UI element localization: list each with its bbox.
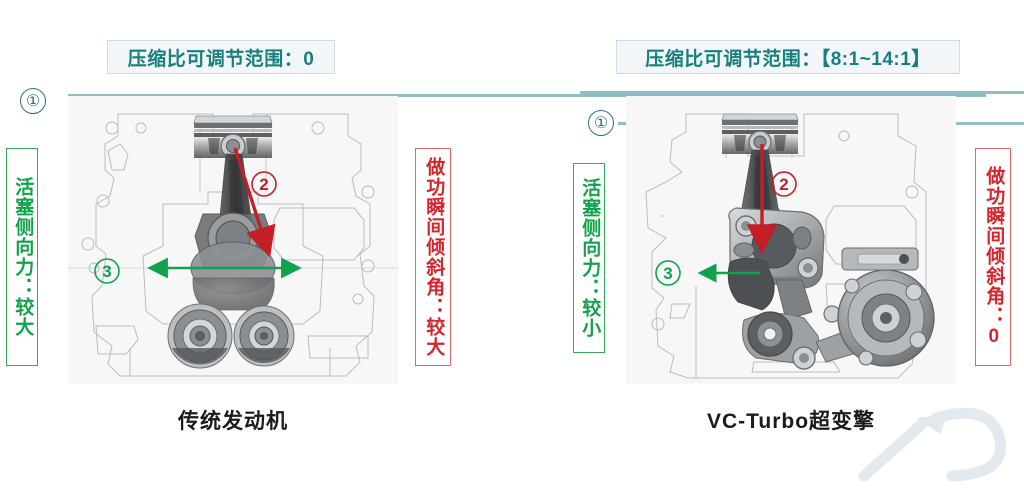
reference-line-traditional-tdc xyxy=(68,94,986,97)
crank-arm-vcturbo xyxy=(742,305,881,370)
svg-text:2: 2 xyxy=(259,175,268,194)
tilt-angle-label-vcturbo: 做功瞬间倾斜角：0 xyxy=(975,148,1011,366)
marker-2-vcturbo: 2 xyxy=(771,171,797,197)
side-force-label-traditional: 活塞侧向力：较大 xyxy=(6,148,38,366)
crankshaft-traditional xyxy=(190,212,276,311)
engine-block-outline-vcturbo xyxy=(645,113,927,379)
svg-text:3: 3 xyxy=(663,264,672,283)
compression-ratio-range-pill-vcturbo: 压缩比可调节范围：【8:1~14:1】 xyxy=(616,40,960,74)
engine-diagram-traditional: 2 3 xyxy=(68,96,398,384)
compression-ratio-range-text-vcturbo: 压缩比可调节范围：【8:1~14:1】 xyxy=(645,48,931,70)
marker-3-vcturbo: 3 xyxy=(655,260,681,286)
tilt-angle-label-traditional: 做功瞬间倾斜角：较大 xyxy=(415,148,451,366)
control-link-vcturbo xyxy=(727,257,813,321)
svg-text:3: 3 xyxy=(102,262,111,281)
engine-diagram-vcturbo: 2 3 xyxy=(626,96,956,384)
piston-vcturbo xyxy=(721,113,799,154)
actuator-drive-vcturbo xyxy=(837,247,935,367)
compression-ratio-range-pill-traditional: 压缩比可调节范围：0 xyxy=(107,40,335,74)
marker-1-traditional: ① xyxy=(20,88,46,114)
compression-ratio-range-text-traditional: 压缩比可调节范围：0 xyxy=(127,48,315,70)
svg-text:2: 2 xyxy=(779,175,788,194)
reference-line-vcturbo-upper xyxy=(580,91,1024,94)
caption-vcturbo-engine: VC-Turbo超变擎 xyxy=(706,410,876,433)
side-force-label-vcturbo: 活塞侧向力：较小 xyxy=(573,163,605,353)
marker-1-vcturbo: ① xyxy=(588,110,614,136)
force-arrow-traditional xyxy=(233,147,276,258)
marker-3-traditional: 3 xyxy=(94,258,120,284)
piston-traditional xyxy=(193,115,273,159)
balance-shaft-gears-traditional xyxy=(167,303,295,369)
marker-2-traditional: 2 xyxy=(251,171,277,197)
caption-traditional-engine: 传统发动机 xyxy=(178,410,288,433)
